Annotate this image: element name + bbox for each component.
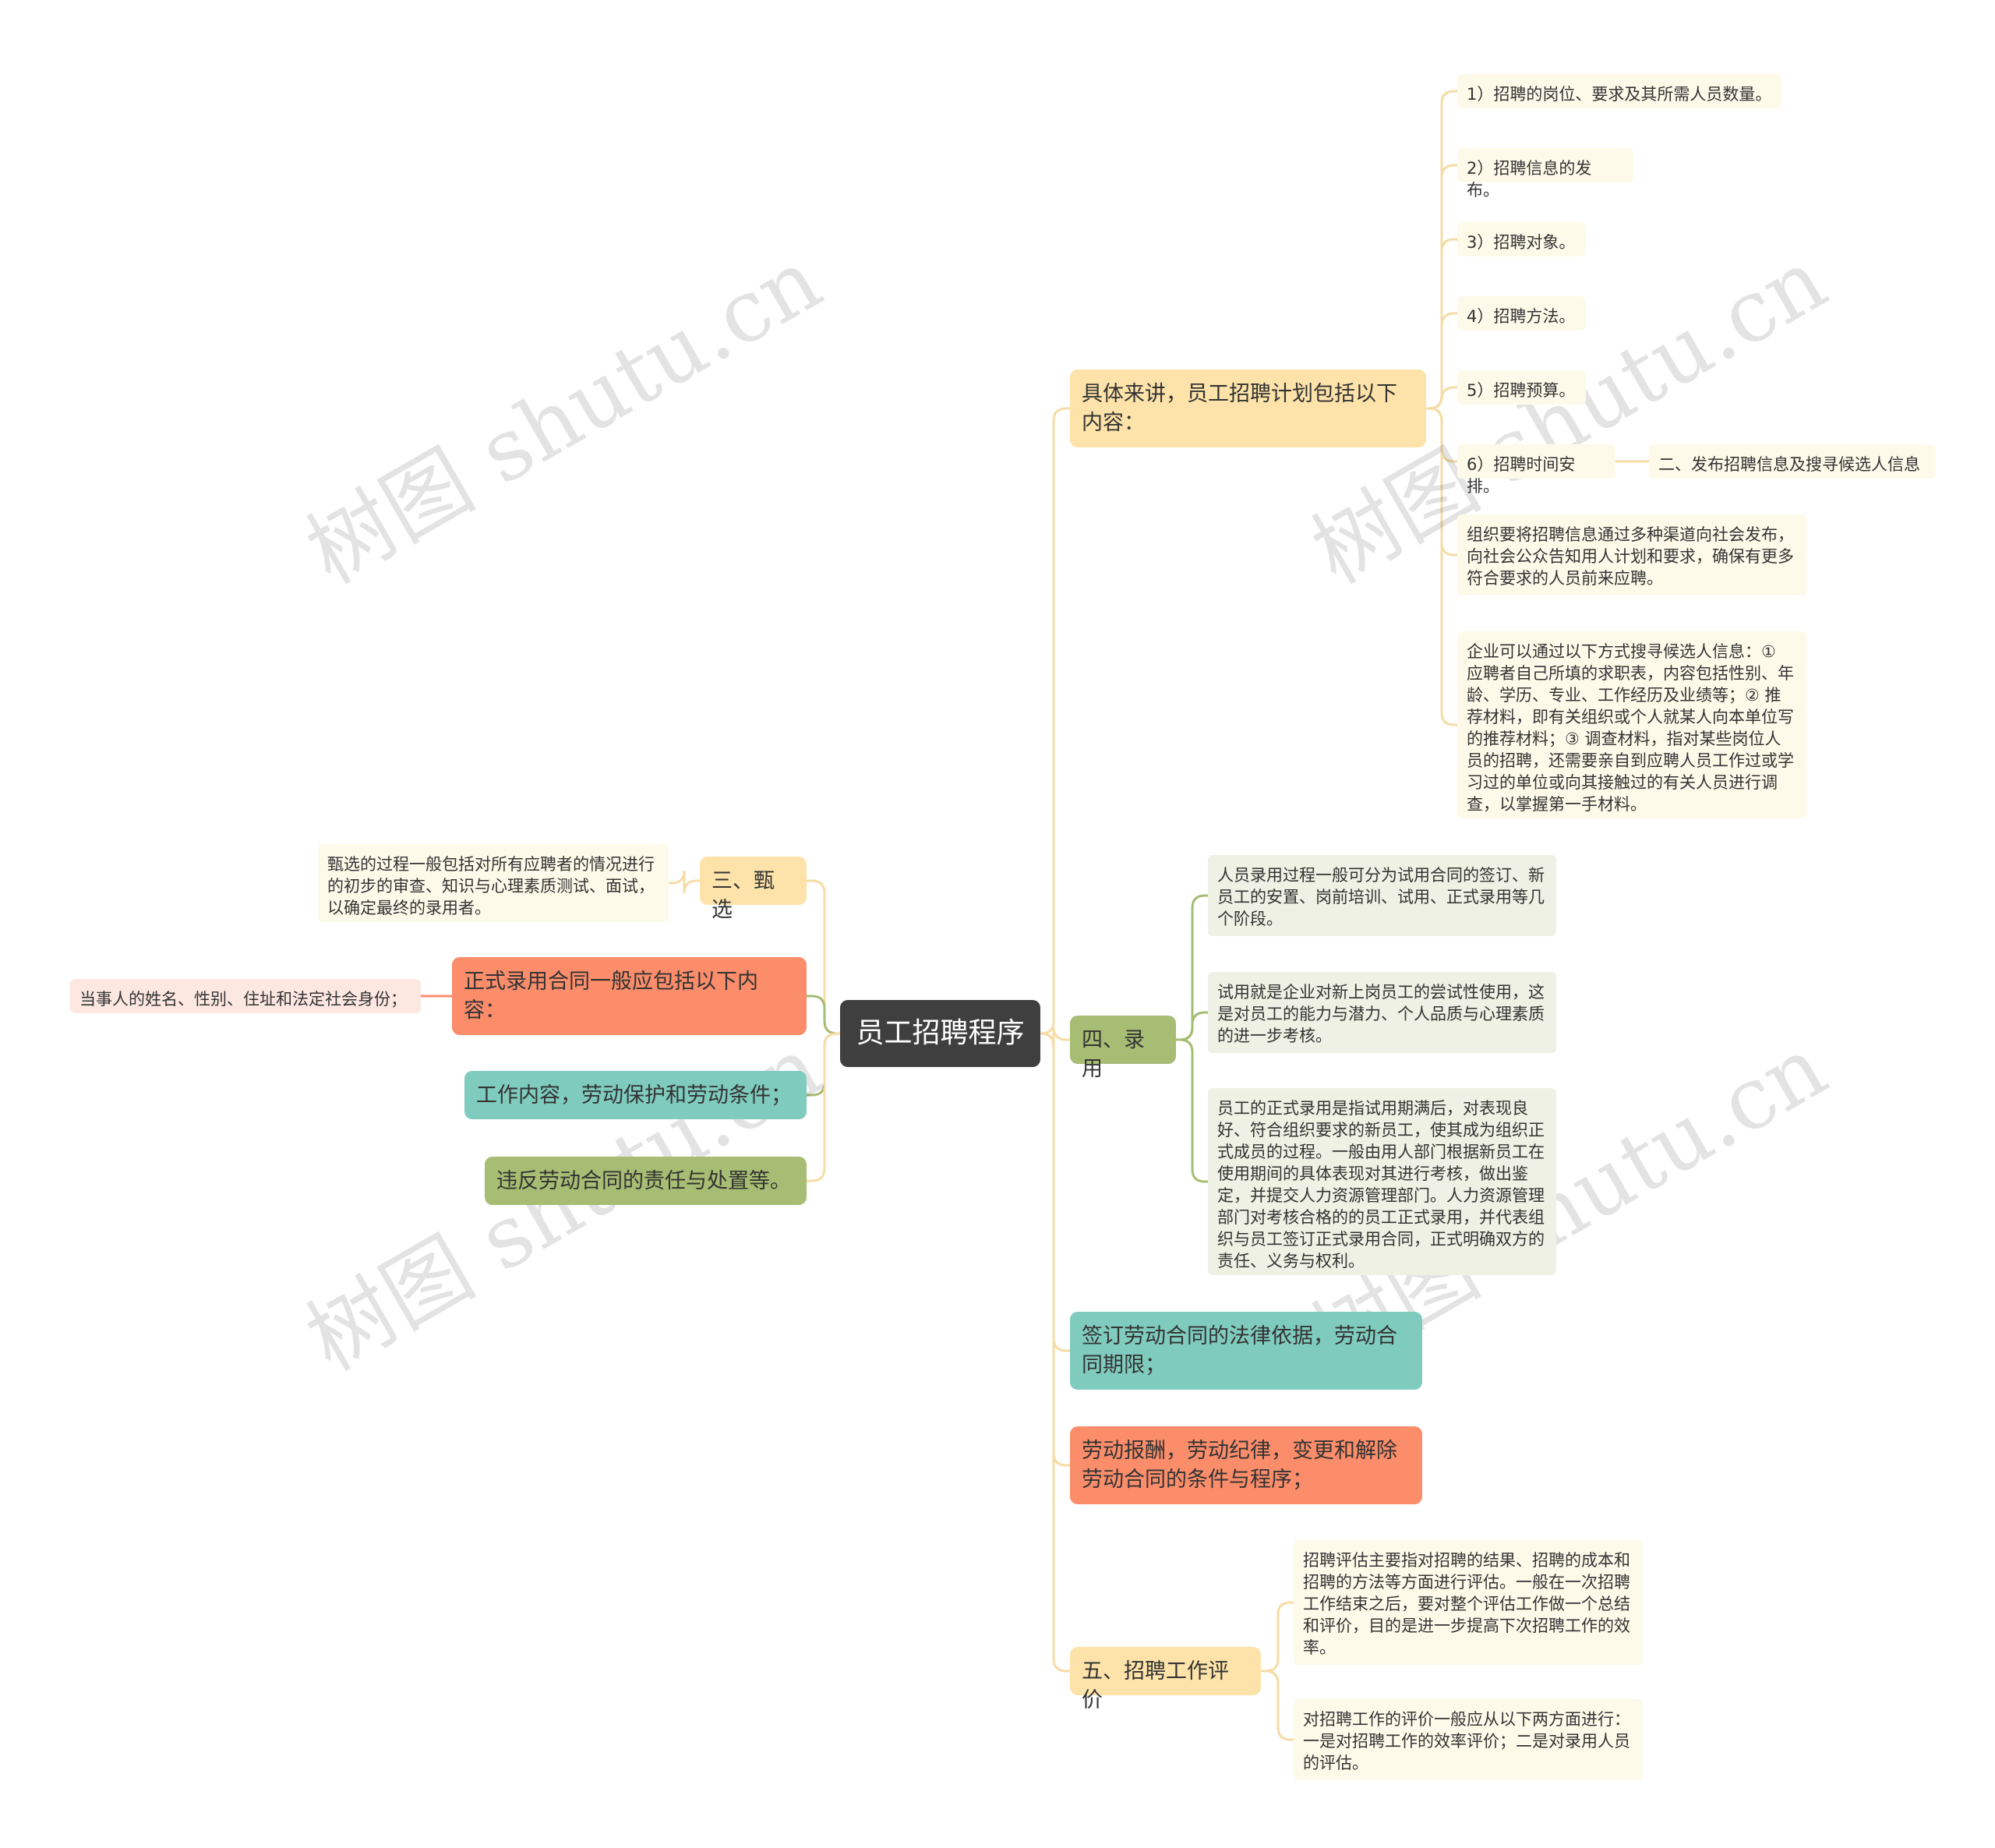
connector-line xyxy=(1261,1601,1294,1673)
connector-line xyxy=(1040,1032,1070,1467)
plan-item-4[interactable]: 4）招聘方法。 xyxy=(1457,296,1586,330)
topic-recruitment-evaluation[interactable]: 五、招聘工作评价 xyxy=(1070,1647,1261,1712)
topic-pay-and-discipline[interactable]: 劳动报酬，劳动纪律，变更和解除劳动合同的条件与程序； xyxy=(1070,1426,1422,1504)
publish-and-search-heading[interactable]: 二、发布招聘信息及搜寻候选人信息 xyxy=(1649,444,1936,479)
connector-line xyxy=(1426,386,1457,410)
evaluation-aspects-text[interactable]: 对招聘工作的评价一般应从以下两方面进行：一是对招聘工作的效率评价；二是对录用人员… xyxy=(1294,1699,1643,1780)
plan-item-3[interactable]: 3）招聘对象。 xyxy=(1457,222,1586,256)
topic-formal-contract[interactable]: 正式录用合同一般应包括以下内容： xyxy=(452,957,807,1035)
probation-text[interactable]: 试用就是企业对新上岗员工的尝试性使用，这是对员工的能力与潜力、个人品质与心理素质… xyxy=(1208,972,1556,1053)
evaluation-scope-text[interactable]: 招聘评估主要指对招聘的结果、招聘的成本和招聘的方法等方面进行评估。一般在一次招聘… xyxy=(1294,1540,1643,1665)
connector-line xyxy=(1176,1011,1208,1041)
topic-recruitment-plan[interactable]: 具体来讲，员工招聘计划包括以下内容： xyxy=(1070,369,1426,447)
plan-item-6[interactable]: 6）招聘时间安排。 xyxy=(1457,444,1615,496)
connector-line xyxy=(1176,1038,1208,1183)
topic-breach-liability[interactable]: 违反劳动合同的责任与处置等。 xyxy=(485,1157,807,1205)
publish-info-text[interactable]: 组织要将招聘信息通过多种渠道向社会发布，向社会公众告知用人计划和要求，确保有更多… xyxy=(1457,514,1806,595)
connector-line xyxy=(1040,407,1070,1035)
root-topic[interactable]: 员工招聘程序 xyxy=(840,1000,1040,1067)
search-candidates-text[interactable]: 企业可以通过以下方式搜寻候选人信息：① 应聘者自己所填的求职表，内容包括性别、年… xyxy=(1457,631,1806,818)
plan-item-2[interactable]: 2）招聘信息的发布。 xyxy=(1457,148,1633,200)
formal-hiring-text[interactable]: 员工的正式录用是指试用期满后，对表现良好、符合组织要求的新员工，使其成为组织正式… xyxy=(1208,1088,1556,1275)
topic-screening[interactable]: 三、甄选 xyxy=(700,857,807,922)
connector-line xyxy=(807,995,840,1035)
connector-line xyxy=(1261,1670,1294,1741)
screening-process-text[interactable]: 甄选的过程一般包括对所有应聘者的情况进行的初步的审查、知识与心理素质测试、面试，… xyxy=(318,844,669,922)
topic-legal-basis[interactable]: 签订劳动合同的法律依据，劳动合同期限； xyxy=(1070,1312,1422,1390)
connector-line xyxy=(669,870,700,894)
connector-line xyxy=(1040,1026,1070,1047)
party-identity-text[interactable]: 当事人的姓名、性别、住址和法定社会身份； xyxy=(70,979,421,1013)
topic-work-content[interactable]: 工作内容，劳动保护和劳动条件； xyxy=(464,1071,807,1119)
plan-item-5[interactable]: 5）招聘预算。 xyxy=(1457,370,1586,405)
connector-line xyxy=(1040,1032,1070,1352)
plan-item-1[interactable]: 1）招聘的岗位、要求及其所需人员数量。 xyxy=(1457,74,1781,108)
connector-line xyxy=(1426,407,1457,726)
topic-hiring[interactable]: 四、录用 xyxy=(1070,1016,1176,1081)
connector-line xyxy=(1040,1032,1070,1673)
connector-line xyxy=(1176,894,1208,1041)
connector-line xyxy=(807,1032,840,1182)
hiring-stages-text[interactable]: 人员录用过程一般可分为试用合同的签订、新员工的安置、岗前培训、试用、正式录用等几… xyxy=(1208,855,1556,936)
